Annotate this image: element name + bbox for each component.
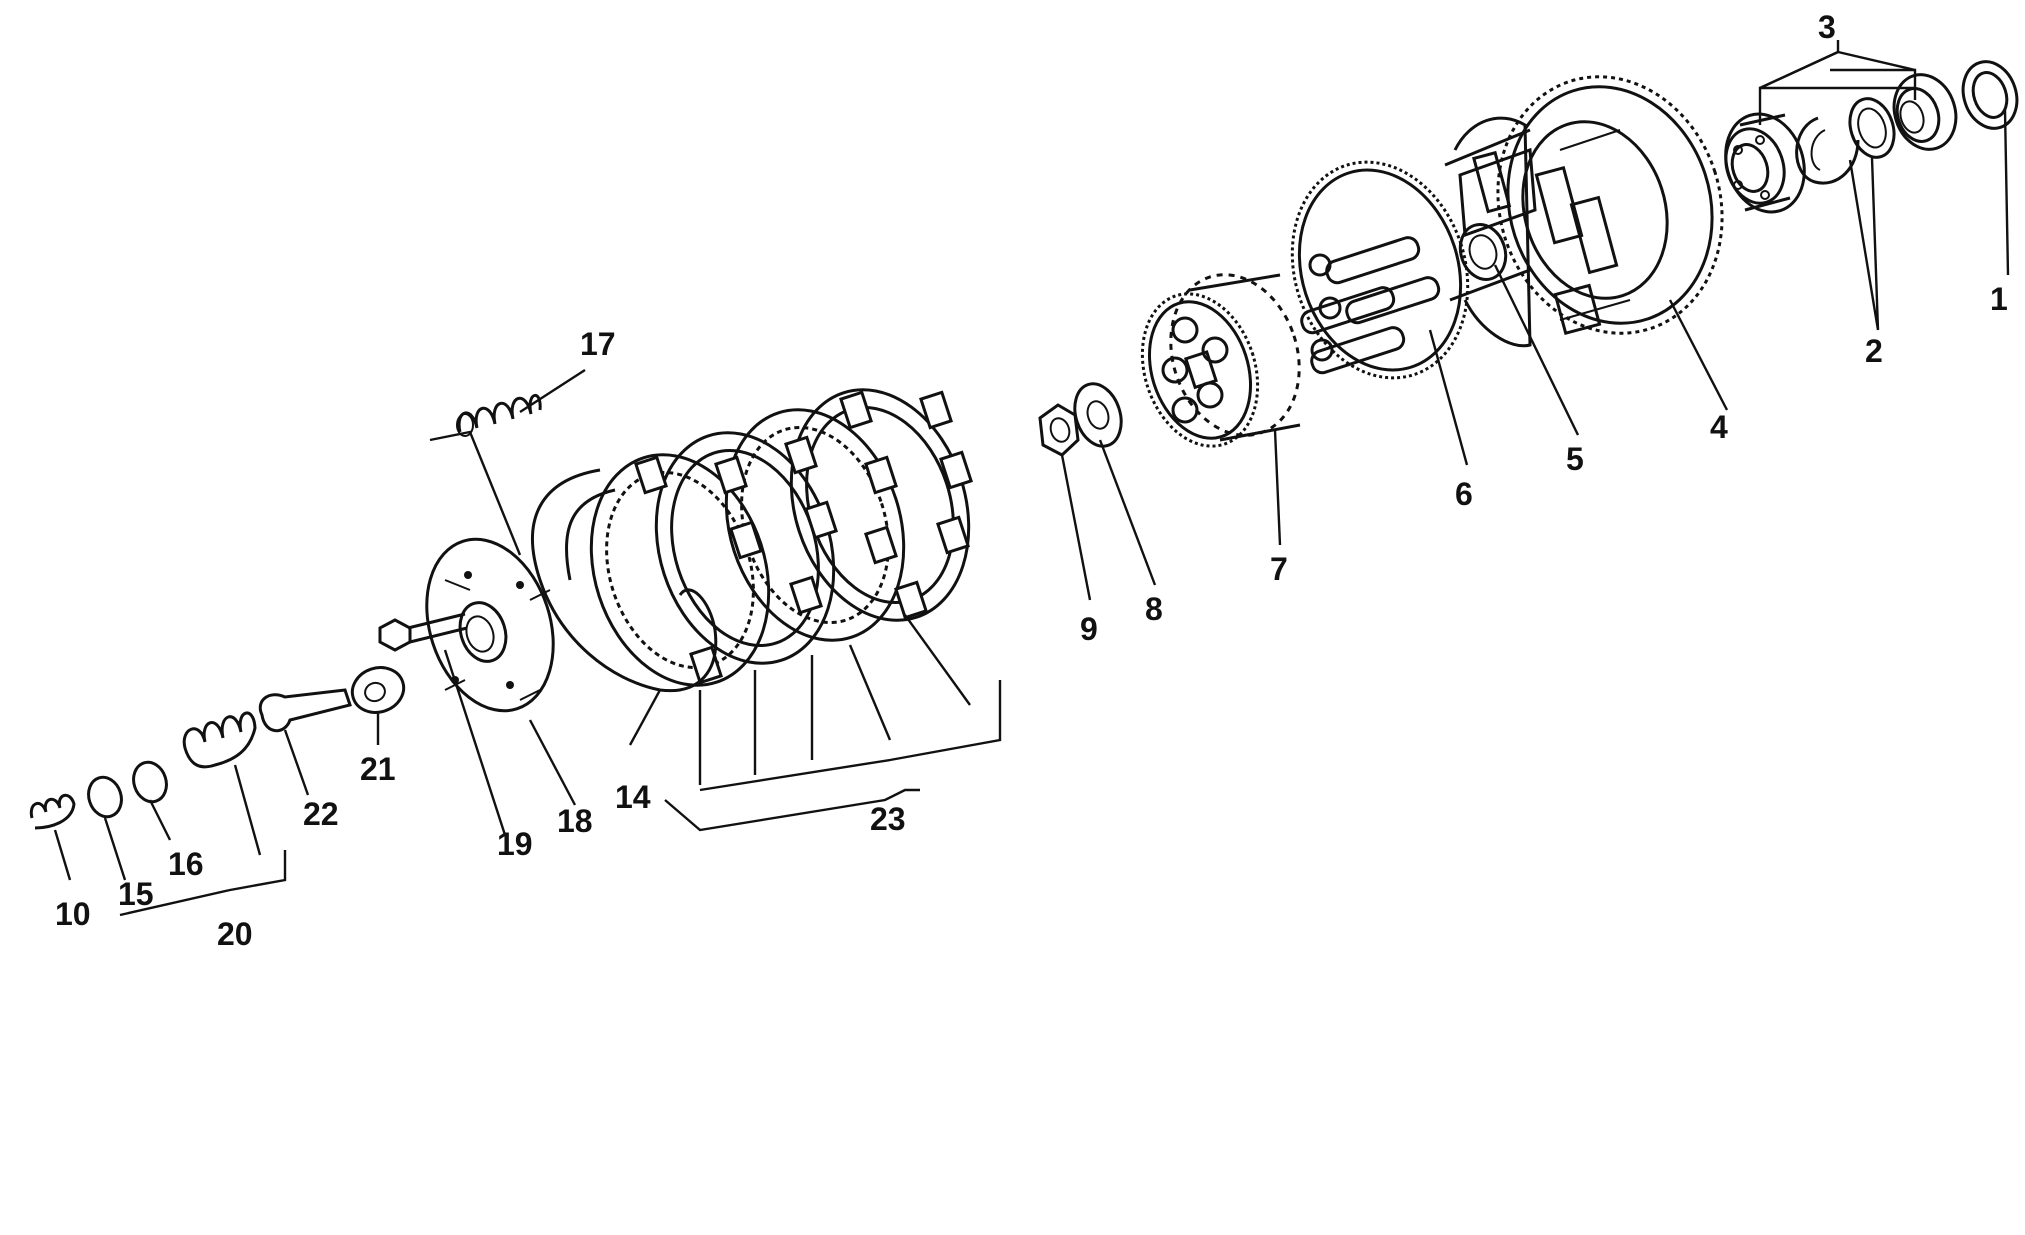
part-9-nut <box>1038 403 1080 457</box>
part-3-bearing-left <box>1724 112 1806 214</box>
callout-15: 15 <box>118 876 154 912</box>
part-2-circlip-a <box>1848 97 1896 159</box>
callout-17: 17 <box>580 326 616 362</box>
callouts: 1 2 3 4 5 6 7 8 9 10 14 15 16 17 18 19 2… <box>55 9 2008 952</box>
callout-9: 9 <box>1080 611 1098 647</box>
part-6-pressure-plate <box>1290 160 1470 380</box>
callout-19: 19 <box>497 826 533 862</box>
callout-20: 20 <box>217 916 253 952</box>
part-19-bolt <box>378 612 468 652</box>
part-20-spring <box>182 711 257 769</box>
leader-lines <box>53 40 2010 917</box>
callout-14: 14 <box>615 779 651 815</box>
part-16-ring <box>132 760 168 804</box>
callout-22: 22 <box>303 796 339 832</box>
callout-5: 5 <box>1566 441 1584 477</box>
callout-6: 6 <box>1455 476 1473 512</box>
part-4-clutch-basket <box>1444 75 1724 348</box>
callout-10: 10 <box>55 896 91 932</box>
part-7-clutch-hub <box>1140 273 1301 448</box>
callout-4: 4 <box>1710 409 1728 445</box>
callout-21: 21 <box>360 751 396 787</box>
part-21-thrust-bearing <box>350 666 406 714</box>
part-22-push-rod <box>258 688 352 733</box>
part-17-spring <box>456 394 542 437</box>
part-5-thrust-washer <box>1458 223 1508 281</box>
callout-16: 16 <box>168 846 204 882</box>
part-18-spring-plate <box>425 537 555 713</box>
callout-7: 7 <box>1270 551 1288 587</box>
part-15-ring <box>87 775 123 819</box>
part-1-ring <box>1961 60 2019 130</box>
callout-23: 23 <box>870 801 906 837</box>
callout-3: 3 <box>1818 9 1836 45</box>
part-23-clutch-plates <box>589 388 973 687</box>
part-10-spring <box>29 793 76 830</box>
callout-8: 8 <box>1145 591 1163 627</box>
part-14-wire-ring <box>531 468 718 693</box>
callout-18: 18 <box>557 803 593 839</box>
callout-2: 2 <box>1865 333 1883 369</box>
callout-1: 1 <box>1990 281 2008 317</box>
part-3-bearing-right <box>1892 73 1958 151</box>
